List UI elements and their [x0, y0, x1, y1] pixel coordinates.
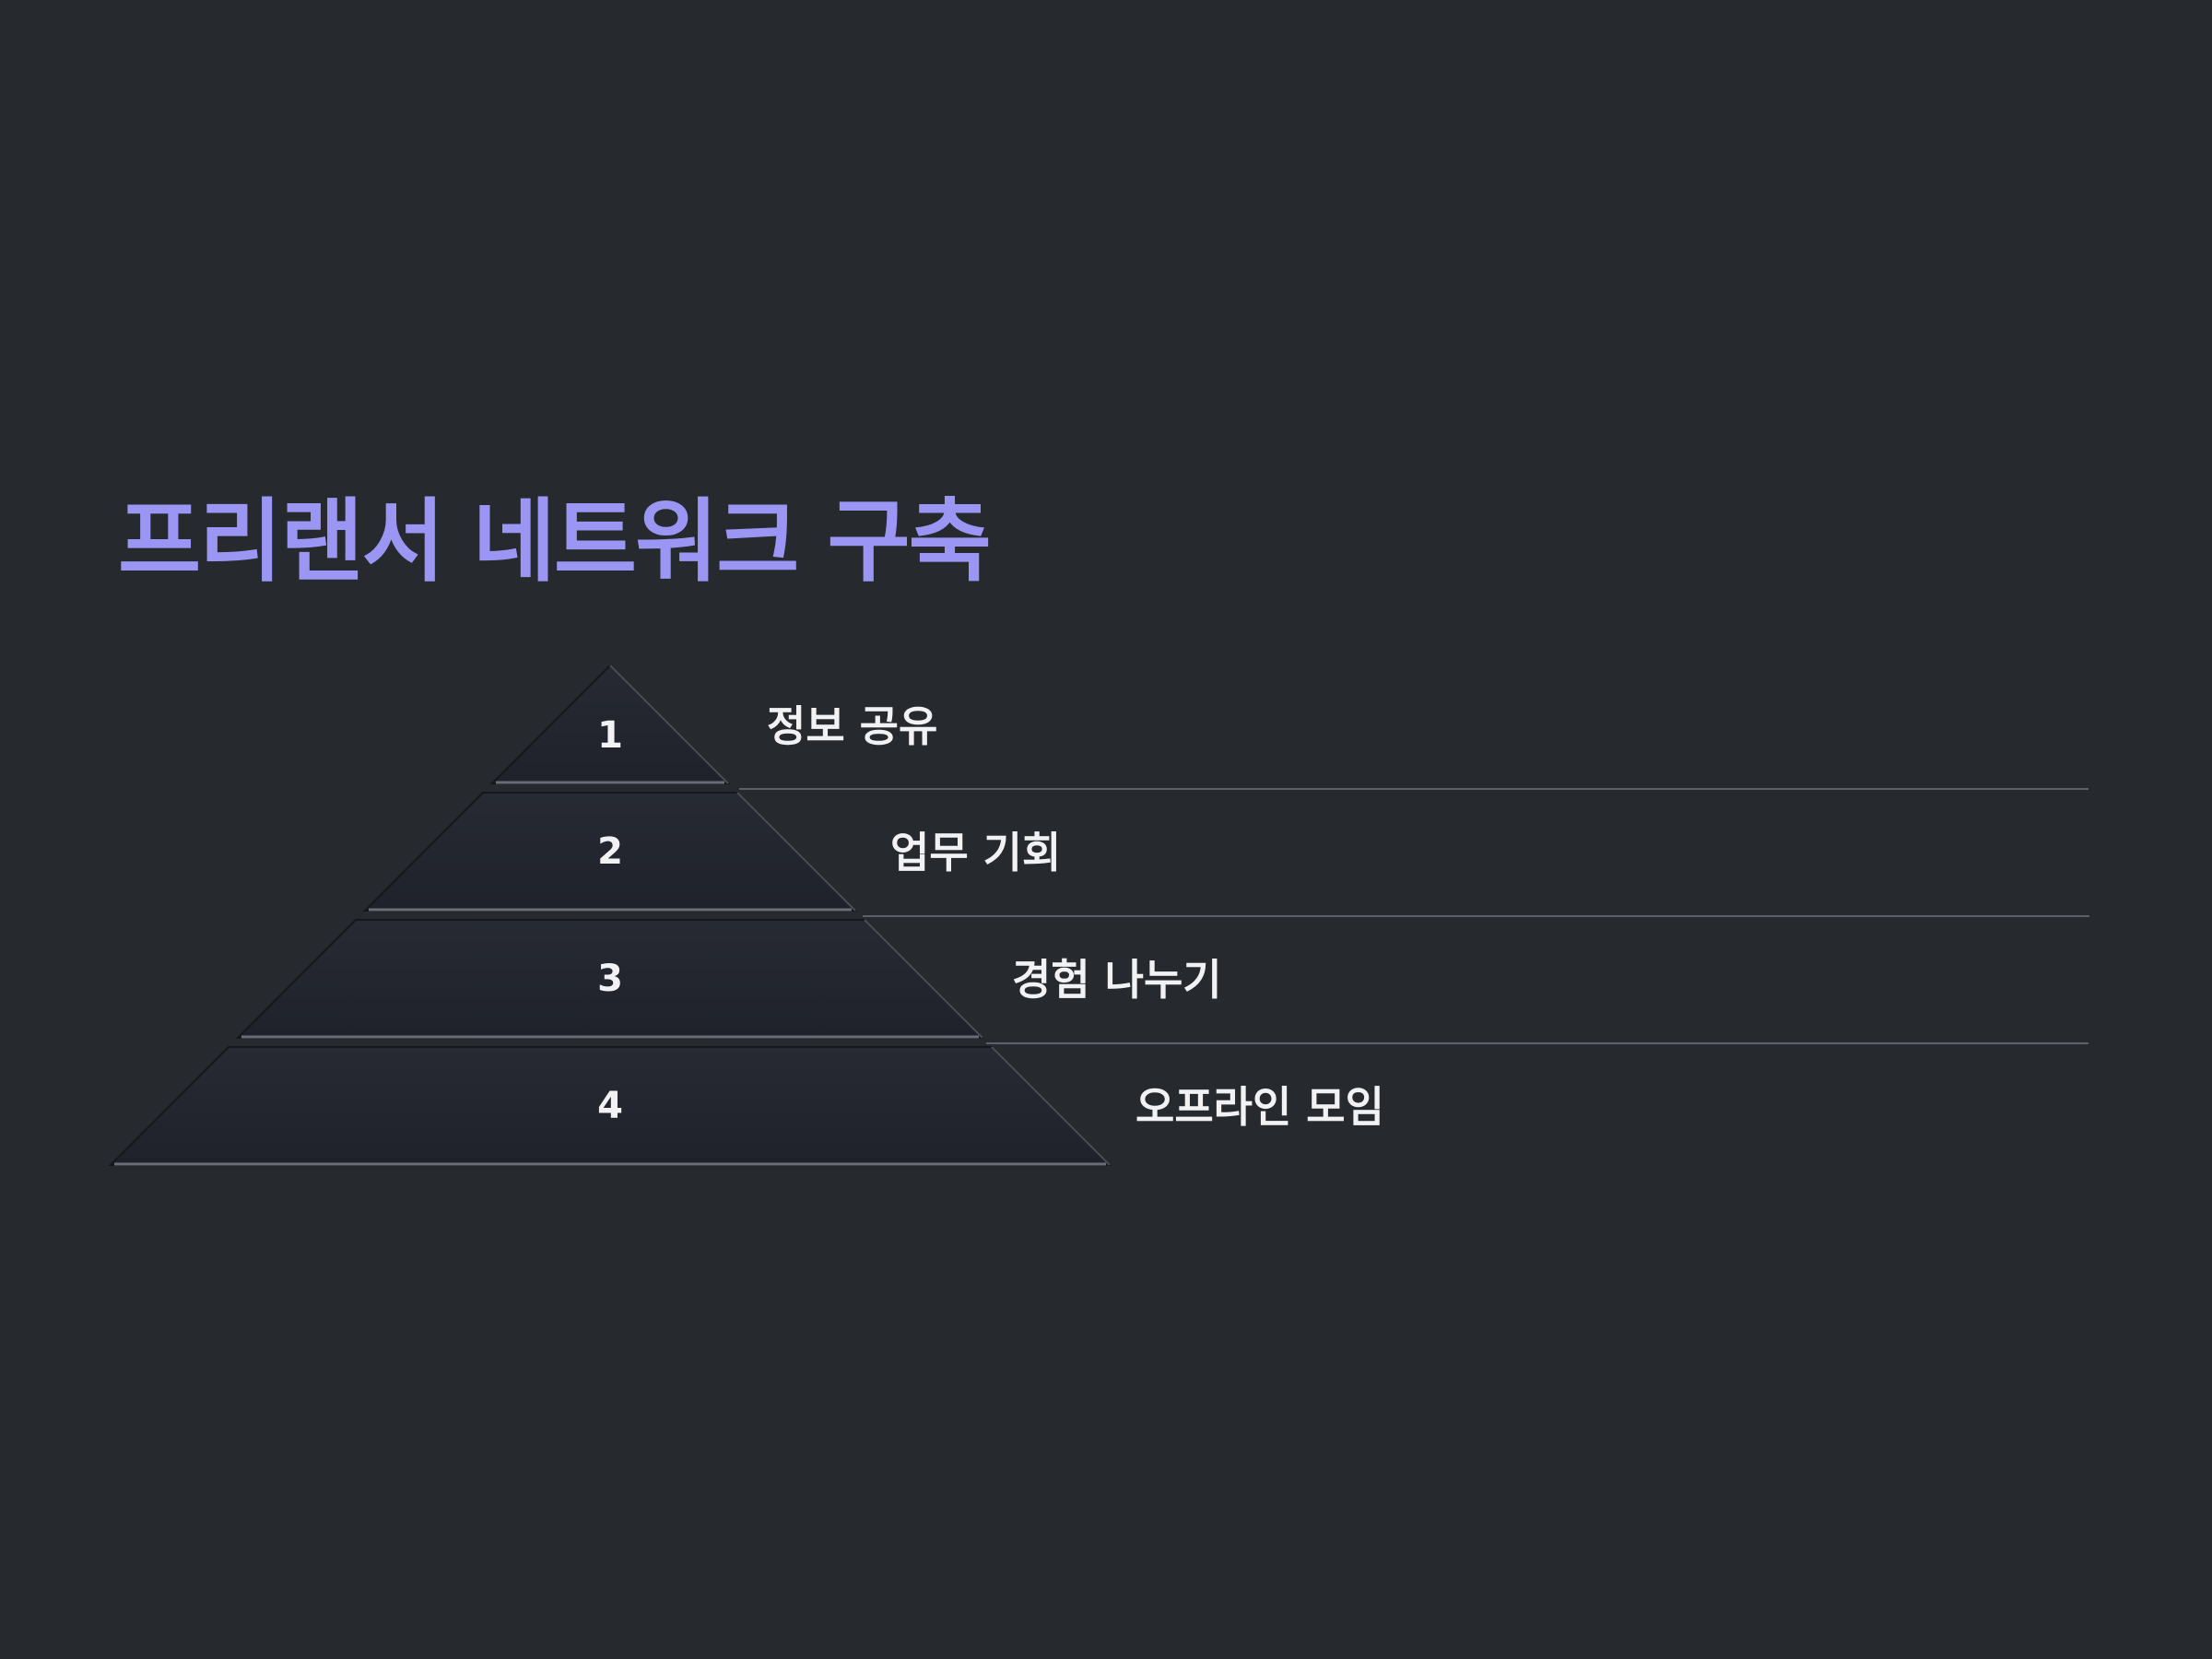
divider-1: [739, 788, 2088, 790]
pyramid-tier-side-2: [736, 792, 856, 912]
level-label-4: 오프라인 모임: [1135, 1082, 1384, 1132]
divider-3: [986, 1042, 2088, 1044]
level-label-3: 경험 나누기: [1012, 955, 1222, 1005]
tier-number-4: 4: [597, 1085, 623, 1127]
level-label-2: 업무 기회: [890, 828, 1062, 877]
tier-number-2: 2: [597, 830, 623, 873]
pyramid-tier-side-1: [609, 665, 729, 784]
page-title: 프리랜서 네트워크 구축: [118, 489, 992, 594]
level-label-1: 정보 공유: [767, 701, 938, 751]
tier-number-1: 1: [597, 714, 623, 757]
pyramid-tier-side-3: [864, 919, 983, 1039]
tier-number-3: 3: [597, 958, 623, 1000]
divider-2: [863, 915, 2089, 917]
pyramid-tier-side-4: [991, 1046, 1111, 1166]
